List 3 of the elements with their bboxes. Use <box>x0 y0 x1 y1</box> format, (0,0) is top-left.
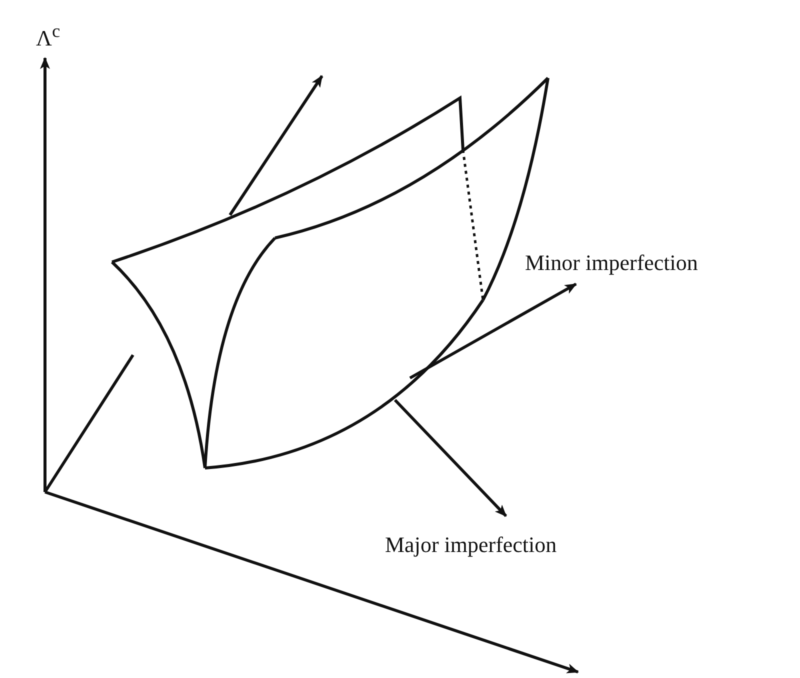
axis-label: Λ$^{c}$ <box>36 22 60 50</box>
arrow-label: Minor imperfection <box>525 252 698 274</box>
arrow-label: Major imperfection <box>385 534 557 556</box>
